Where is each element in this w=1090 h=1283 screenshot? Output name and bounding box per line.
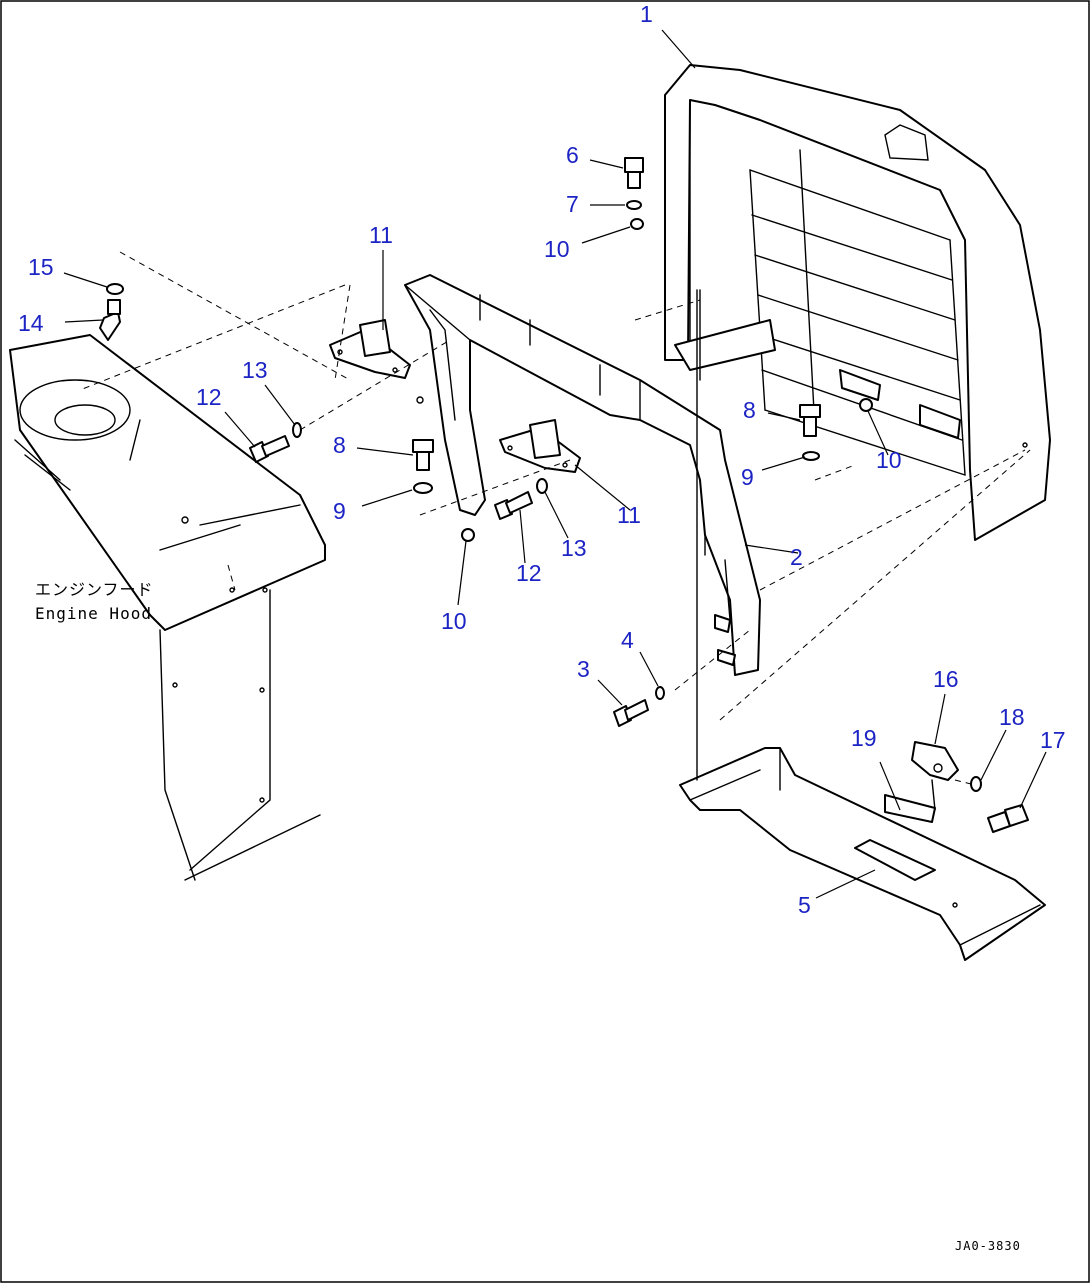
callout-1: 1: [640, 1, 653, 27]
callout-12-left: 12: [196, 384, 222, 410]
callout-18: 18: [999, 704, 1025, 730]
callout-19: 19: [851, 725, 877, 751]
washer-15: [106, 283, 124, 295]
callout-14: 14: [18, 310, 44, 336]
callout-12-right: 12: [516, 560, 542, 586]
bolt-14: [99, 299, 121, 341]
front-grille: [664, 64, 1051, 541]
nut-10-top: [630, 218, 644, 230]
washer-13-left: [292, 422, 302, 438]
washer-9-right: [802, 451, 820, 461]
assembly-lines: [79, 251, 1031, 786]
callout-17: 17: [1040, 727, 1066, 753]
callout-10-center: 10: [441, 608, 467, 634]
hinge-bracket-lower: [499, 419, 581, 473]
engine-hood-label-en: Engine Hood: [35, 604, 152, 623]
callout-8-right: 8: [743, 397, 756, 423]
washer-13-right: [536, 478, 548, 494]
bolt-8-right: [799, 404, 821, 437]
callout-15: 15: [28, 254, 54, 280]
lower-support: [679, 747, 1046, 961]
engine-hood-label-jp: エンジンフード: [35, 580, 154, 599]
callout-11-upper: 11: [369, 222, 393, 248]
bolt-3: [613, 699, 649, 727]
callout-13-left: 13: [242, 357, 268, 383]
bolt-8-left: [412, 439, 434, 471]
callout-9-right: 9: [741, 464, 754, 490]
leader-lines: [63, 29, 1047, 899]
callout-11-lower: 11: [617, 502, 641, 528]
washer-7: [626, 200, 642, 210]
callout-6: 6: [566, 142, 579, 168]
drawing-code: JA0-3830: [955, 1239, 1021, 1253]
callout-3: 3: [577, 656, 590, 682]
engine-hood: エンジンフード Engine Hood: [9, 334, 326, 881]
callout-10-right: 10: [876, 447, 902, 473]
hinge-bracket-upper: [329, 319, 411, 379]
washer-18: [970, 776, 982, 792]
nut-10-right: [859, 398, 873, 412]
callout-16: 16: [933, 666, 959, 692]
washer-4: [655, 686, 665, 700]
callout-13-right: 13: [561, 535, 587, 561]
bolt-6: [624, 157, 644, 189]
callout-4: 4: [621, 627, 634, 653]
latch: [911, 741, 959, 811]
bolt-12-right: [494, 491, 533, 520]
nut-10-center: [461, 528, 475, 542]
callout-5: 5: [798, 892, 811, 918]
callouts: 1 2 3 4 5 6 7 10 8 9 10 8 9 10 11 11 12 …: [18, 1, 1066, 918]
callout-7: 7: [566, 191, 579, 217]
callout-8-left: 8: [333, 432, 346, 458]
bolt-17: [987, 804, 1029, 833]
grille-frame: [404, 274, 761, 676]
callout-9-left: 9: [333, 498, 346, 524]
callout-10-top: 10: [544, 236, 570, 262]
callout-2: 2: [790, 544, 803, 570]
bolt-12-left: [249, 435, 290, 463]
washer-9-left: [413, 482, 433, 494]
